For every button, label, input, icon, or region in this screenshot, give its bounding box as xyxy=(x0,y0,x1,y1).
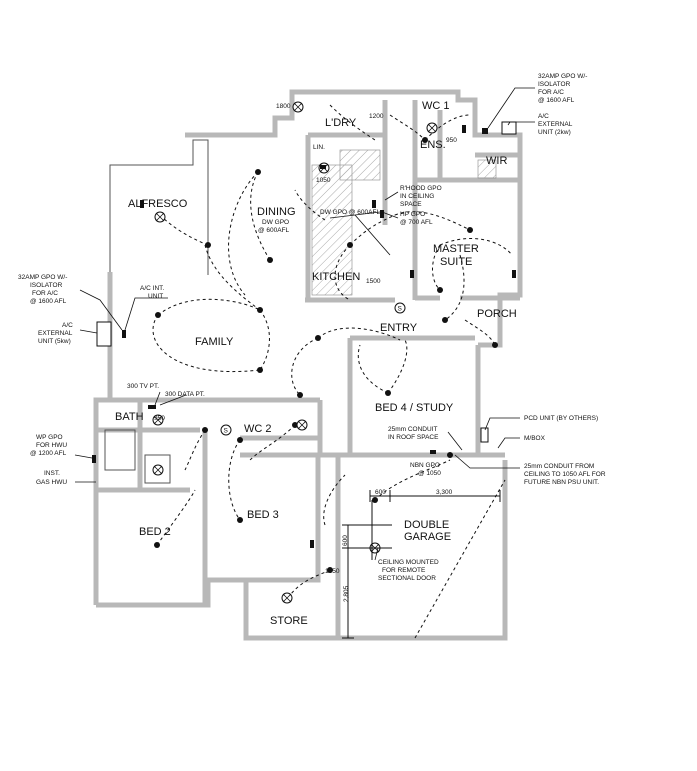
room-wir: WIR xyxy=(486,155,507,167)
note-conduit-roof-2: IN ROOF SPACE xyxy=(388,434,439,441)
note-conduit-roof-1: 25mm CONDUIT xyxy=(388,426,438,433)
note-wp-1: WP GPO xyxy=(36,434,63,441)
annotation-notes: 32AMP GPO W/- ISOLATOR FOR A/C @ 1600 AF… xyxy=(18,73,606,582)
garage-door-line xyxy=(414,479,506,639)
note-ac-left-3: FOR A/C xyxy=(32,290,58,297)
note-ac-ext-top-2: EXTERNAL xyxy=(538,121,573,128)
note-ac-top-1: 32AMP GPO W/- xyxy=(538,73,587,80)
dim-950-bath: 950 xyxy=(154,415,165,422)
note-pcd: PCD UNIT (BY OTHERS) xyxy=(524,415,598,422)
note-gas-2: GAS HWU xyxy=(36,479,67,486)
note-conduit-nbn-1: 25mm CONDUIT FROM xyxy=(524,463,594,470)
note-conduit-nbn-2: CEILING TO 1050 AFL FOR xyxy=(524,471,606,478)
dim-3300: 3,300 xyxy=(436,489,453,496)
room-bath: BATH xyxy=(115,411,144,423)
note-ac-ext-top-1: A/C xyxy=(538,113,549,120)
room-bed4: BED 4 / STUDY xyxy=(375,402,454,414)
note-ac-left-1: 32AMP GPO W/- xyxy=(18,274,67,281)
note-dw-dining-2: @ 600AFL xyxy=(258,227,290,234)
pcd-unit-box xyxy=(480,427,489,443)
note-rhood-1: R'HOOD GPO xyxy=(400,185,442,192)
dim-600-h: 600 xyxy=(375,489,386,496)
note-ac-ext-left-3: UNIT (5kw) xyxy=(38,338,71,345)
note-nbn-1: NBN GPO xyxy=(410,462,440,469)
room-labels: ALFRESCO DINING KITCHEN L'DRY WC 1 ENS. … xyxy=(115,100,517,627)
note-ac-top-2: ISOLATOR xyxy=(538,81,571,88)
note-nbn-2: @ 1050 xyxy=(418,470,441,477)
note-conduit-nbn-3: FUTURE NBN PSU UNIT. xyxy=(524,479,599,486)
note-ac-top-3: FOR A/C xyxy=(538,89,564,96)
note-ceiling-door-2: FOR REMOTE xyxy=(382,567,426,574)
room-dining: DINING xyxy=(257,206,296,218)
ac-external-unit-top xyxy=(501,121,517,135)
dim-2805: 2,805 xyxy=(343,585,350,602)
room-family: FAMILY xyxy=(195,336,234,348)
room-wc1: WC 1 xyxy=(422,100,450,112)
dim-600-v: 600 xyxy=(342,535,349,546)
note-rhood-3: SPACE xyxy=(400,201,422,208)
note-data: 300 DATA PT. xyxy=(165,391,205,398)
note-rhood-2: IN CEILING xyxy=(400,193,434,200)
exhaust-fan-icons xyxy=(152,101,438,604)
note-dw-dining-1: DW GPO xyxy=(262,219,289,226)
note-ceiling-door-1: CEILING MOUNTED xyxy=(378,559,439,566)
room-store: STORE xyxy=(270,615,308,627)
wir-hatch xyxy=(477,159,497,179)
gpo-markers xyxy=(92,125,516,548)
note-gas-1: INST. xyxy=(44,470,60,477)
dim-950-top: 950 xyxy=(446,137,457,144)
room-linen: LIN. xyxy=(313,144,325,151)
room-master-suite-line2: SUITE xyxy=(440,256,472,268)
room-kitchen: KITCHEN xyxy=(312,271,360,283)
room-bed2: BED 2 xyxy=(139,526,171,538)
dim-1050-ldry: 1050 xyxy=(316,177,331,184)
bath-tub xyxy=(104,429,136,471)
note-ac-left-4: @ 1600 AFL xyxy=(30,298,67,305)
note-ac-top-4: @ 1600 AFL xyxy=(538,97,575,104)
room-garage-line1: DOUBLE xyxy=(404,519,449,531)
shower-box xyxy=(144,454,171,484)
leader-lines xyxy=(74,87,535,561)
room-bed3: BED 3 xyxy=(247,509,279,521)
room-laundry: L'DRY xyxy=(325,117,357,129)
svg-text:S: S xyxy=(224,428,229,435)
note-ac-ext-left-2: EXTERNAL xyxy=(38,330,73,337)
room-alfresco: ALFRESCO xyxy=(128,198,188,210)
note-wp-3: @ 1200 AFL xyxy=(30,450,67,457)
note-wp-2: FOR HWU xyxy=(36,442,67,449)
room-ensuite: ENS. xyxy=(420,139,446,151)
laundry-bench-hatch xyxy=(339,149,381,181)
note-mbox: M/BOX xyxy=(524,435,546,442)
room-entry: ENTRY xyxy=(380,322,418,334)
dim-1050-bed3: 1050 xyxy=(325,568,340,575)
note-tv: 300 TV PT. xyxy=(127,383,159,390)
note-dw-kitchen: DW GPO @ 600AFL xyxy=(320,209,380,216)
room-porch: PORCH xyxy=(477,308,517,320)
dim-1800: 1800 xyxy=(276,103,291,110)
dim-1500: 1500 xyxy=(366,278,381,285)
kitchen-bench-hatch xyxy=(311,164,353,296)
dim-1200: 1200 xyxy=(369,113,384,120)
walls xyxy=(93,89,523,641)
note-ac-left-2: ISOLATOR xyxy=(30,282,63,289)
svg-text:S: S xyxy=(398,306,403,313)
light-points xyxy=(154,137,498,573)
note-hp-1: HP GPO xyxy=(400,211,425,218)
garage-dimensions xyxy=(342,490,501,639)
switch-s-symbols: S S xyxy=(220,302,406,436)
note-ac-ext-left-1: A/C xyxy=(62,322,73,329)
room-wc2: WC 2 xyxy=(244,423,272,435)
note-ac-int-1: A/C INT. xyxy=(140,285,164,292)
ac-external-unit-left xyxy=(96,321,112,347)
note-ac-int-2: UNIT xyxy=(148,293,163,300)
room-garage-line2: GARAGE xyxy=(404,531,451,543)
note-ceiling-door-3: SECTIONAL DOOR xyxy=(378,575,436,582)
note-hp-2: @ 700 AFL xyxy=(400,219,433,226)
note-ac-ext-top-3: UNIT (2kw) xyxy=(538,129,571,136)
room-master-suite-line1: MASTER xyxy=(433,243,479,255)
dimension-labels: 1800 1200 950 1050 1500 950 1050 600 3,3… xyxy=(154,103,457,602)
